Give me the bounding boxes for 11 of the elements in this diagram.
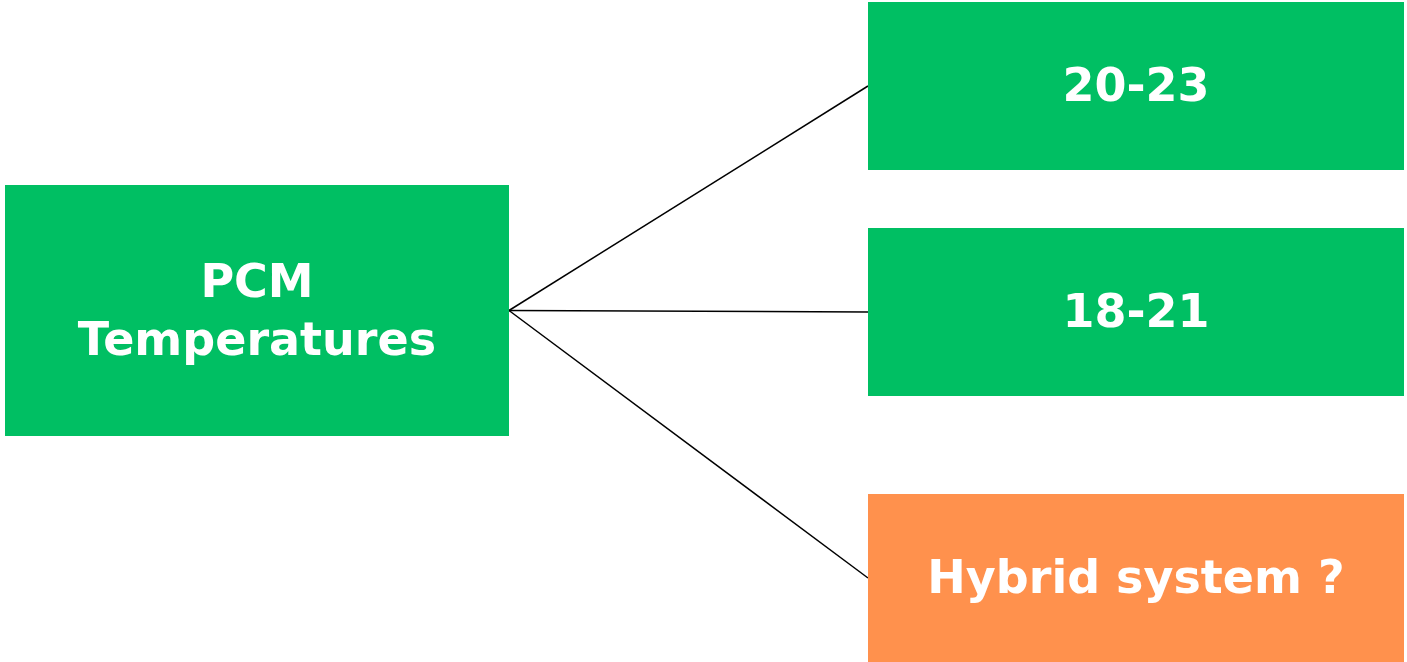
range-box: [868, 228, 1404, 396]
box-label: 20-23: [1062, 57, 1210, 115]
connector-line: [508, 309, 869, 579]
box-label: 18-21: [1062, 283, 1210, 341]
connector-line: [508, 309, 869, 313]
box-label: PCM Temperatures: [76, 253, 438, 368]
box-label: Hybrid system ?: [927, 549, 1345, 607]
question-box: [868, 494, 1404, 662]
range-box: [868, 2, 1404, 170]
topic-box: [5, 185, 509, 436]
connector-line: [508, 85, 869, 312]
